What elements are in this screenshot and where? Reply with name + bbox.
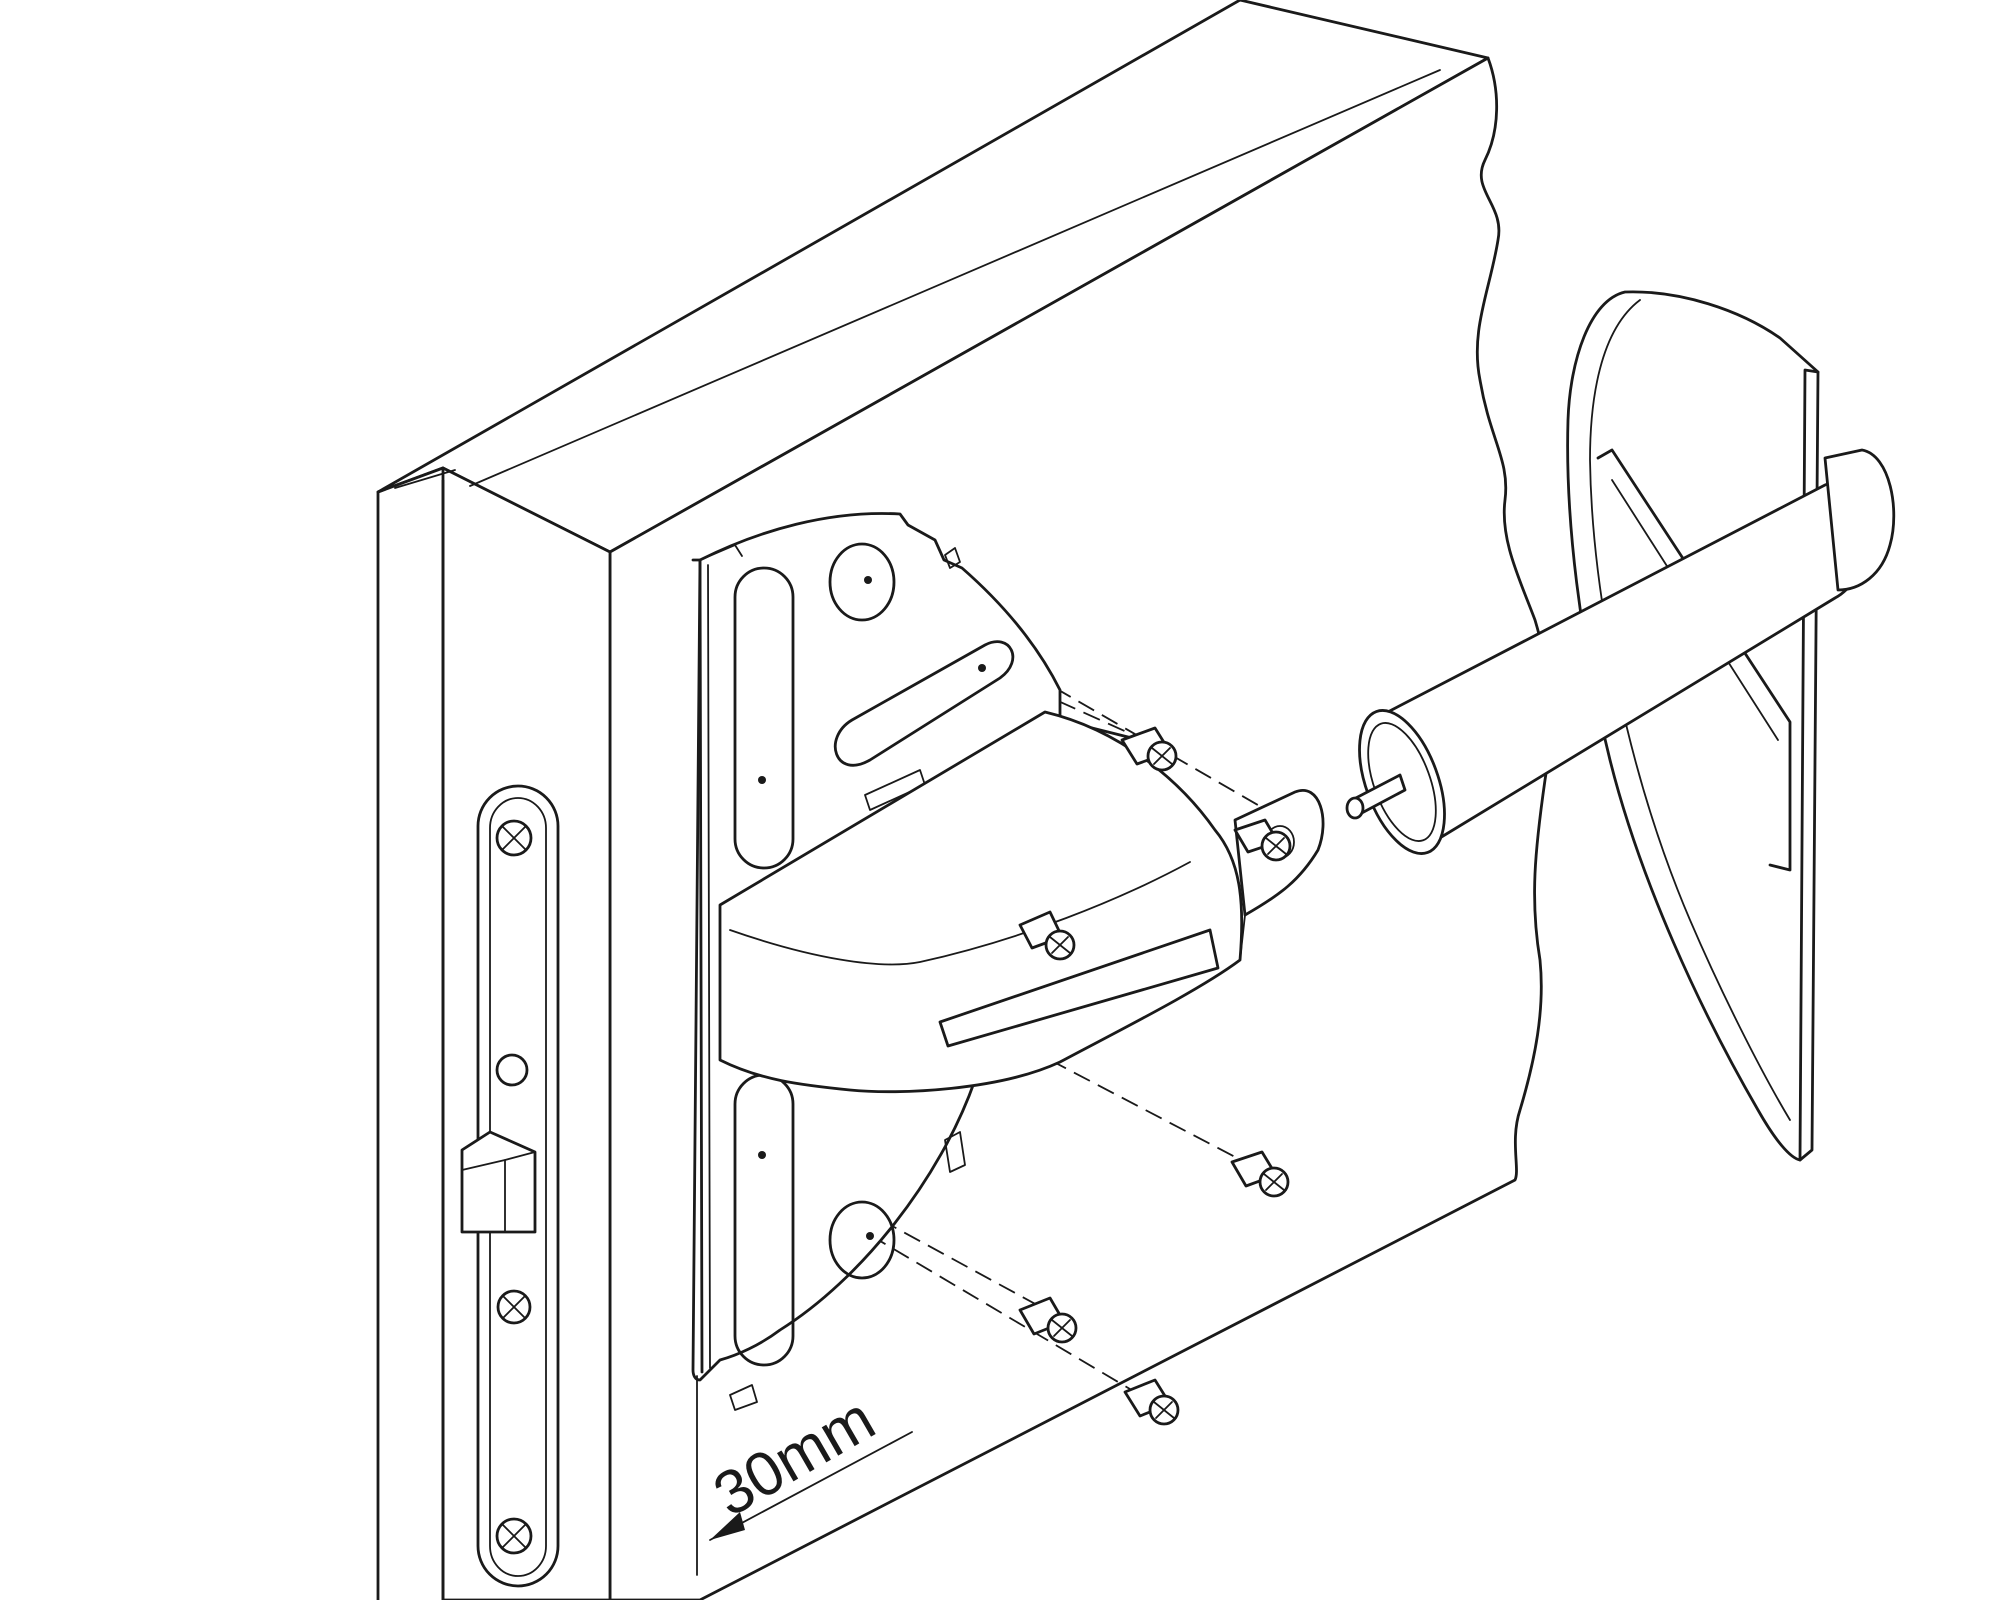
handle-shaft <box>1345 448 1896 855</box>
faceplate-screw-bottom <box>495 1517 533 1555</box>
lock-faceplate <box>460 784 560 1588</box>
latch-bolt <box>460 1130 537 1234</box>
screws <box>1018 726 1292 1426</box>
faceplate-screw-top <box>495 819 533 857</box>
faceplate-hole <box>495 1053 529 1087</box>
screw <box>1233 818 1292 862</box>
handle-rose <box>1566 290 1820 1162</box>
screw <box>1018 910 1076 961</box>
screw <box>1230 1150 1290 1198</box>
bracket-lower-boss <box>828 1200 896 1280</box>
bracket-diagonal-slot <box>833 640 1015 767</box>
faceplate-screw-middle <box>496 1289 532 1325</box>
housing-window <box>938 928 1220 1048</box>
bracket-upper-slot <box>733 566 795 870</box>
bracket-upper-boss <box>828 542 896 622</box>
screw <box>1120 726 1178 772</box>
screw <box>1123 1378 1180 1426</box>
screw <box>1018 1296 1078 1344</box>
